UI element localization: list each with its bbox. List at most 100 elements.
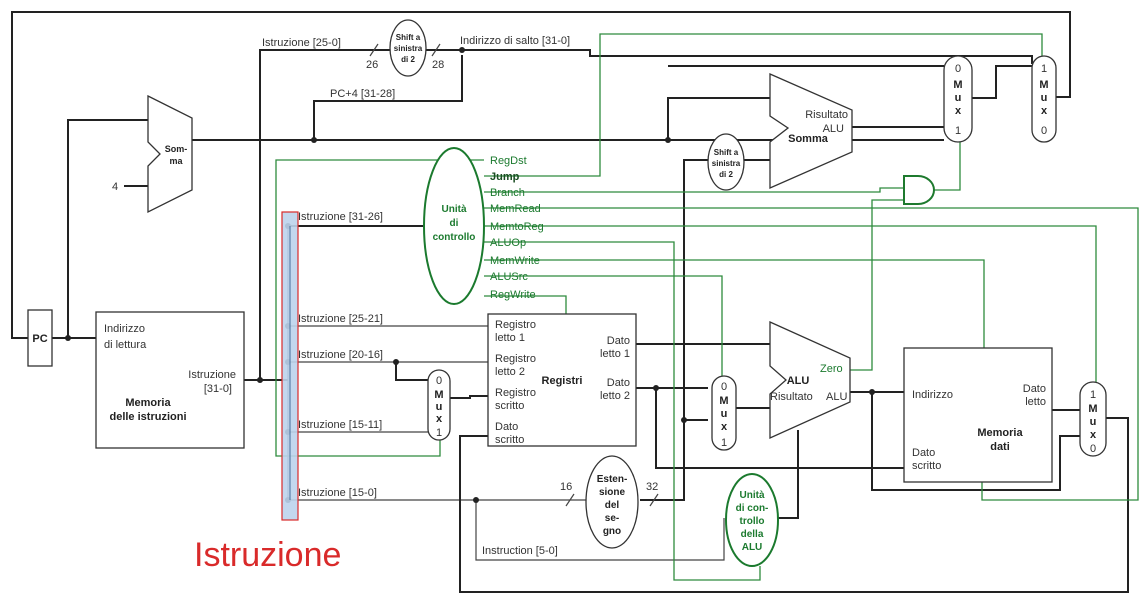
alu-control-label-4: della	[741, 529, 764, 540]
alusrc-mux-x: x	[721, 421, 728, 433]
alusrc-mux-u: u	[721, 408, 728, 420]
alusrc-signal	[484, 275, 723, 378]
register-file-title: Registri	[542, 375, 583, 387]
aluop-label: ALUOp	[490, 237, 526, 249]
alu-control-label-3: trollo	[740, 516, 765, 527]
control-signal-labels: RegDst Jump Branch MemRead MemtoReg ALUO…	[490, 155, 544, 301]
alusrc-label: ALUSrc	[490, 271, 528, 283]
register-file: Registro letto 1 Registro letto 2 Regist…	[487, 313, 637, 447]
shift-jump-label: Shift a	[396, 33, 421, 42]
memtoreg-label: MemtoReg	[490, 221, 544, 233]
memread-signal	[484, 207, 1139, 501]
read-data-2-label-2: letto 2	[600, 390, 630, 402]
jump-mux-in1: 1	[1041, 63, 1047, 75]
branch-mux-in0: 0	[955, 63, 961, 75]
instr-25-0-label: Istruzione [25-0]	[262, 37, 341, 49]
jump-loop-wire	[11, 11, 1071, 339]
read-reg-1-label-2: letto 1	[495, 332, 525, 344]
control-unit: Unità di controllo	[423, 147, 485, 305]
data-mem-read-data-label: Dato	[1023, 383, 1046, 395]
control-unit-label-3: controllo	[433, 232, 476, 243]
memtoreg-signal	[484, 225, 1097, 384]
memwrite-label: MemWrite	[490, 255, 540, 267]
and-out-signal	[934, 142, 961, 191]
instr-5-0-label: Instruction [5-0]	[482, 545, 558, 557]
jump-signal	[484, 33, 1043, 177]
read-data-1-label: Dato	[607, 335, 630, 347]
jump-label: Jump	[490, 171, 520, 183]
const-four-label: 4	[112, 181, 118, 193]
write-reg-label-2: scritto	[495, 400, 524, 412]
regwrite-label: RegWrite	[490, 289, 536, 301]
alu-zero-label: Zero	[820, 363, 843, 375]
sign-ext-label: Esten-	[597, 474, 628, 485]
regdst-mux: 0 M u x 1	[427, 369, 451, 441]
branch-adder-title: Somma	[788, 133, 829, 145]
memtoreg-mux-m: M	[1088, 403, 1097, 415]
sign-ext-out-wire	[640, 159, 708, 501]
alusrc-mux-in1: 1	[721, 437, 727, 449]
shift-jump-label-2: sinistra	[394, 44, 423, 53]
alu-control-label: Unità	[740, 490, 765, 501]
jump-mux-in0: 0	[1041, 125, 1047, 137]
regwrite-signal	[484, 295, 567, 314]
jump-addr-label: Indirizzo di salto [31-0]	[460, 35, 570, 47]
read-reg-2-label-2: letto 2	[495, 366, 525, 378]
branch-mux-m: M	[953, 79, 962, 91]
instr-mem-title-2: delle istruzioni	[109, 411, 186, 423]
read-reg-1-label: Registro	[495, 319, 536, 331]
width-16-slash	[565, 493, 575, 507]
instr-15-0-label: Istruzione [15-0]	[298, 487, 377, 499]
read-data-2-to-mem-wire	[655, 388, 904, 469]
regdst-signal	[275, 159, 484, 457]
shift-branch-label: Shift a	[714, 148, 739, 157]
regdst-mux-out-wire	[450, 395, 488, 399]
branch-signal	[484, 187, 904, 193]
alu-control-out-wire	[778, 430, 799, 519]
jump-mux: 1 M u x 0	[1031, 55, 1057, 143]
alu-control-label-2: di con-	[736, 503, 769, 514]
memtoreg-mux: 1 M u x 0	[1079, 381, 1107, 457]
regdst-mux-in1: 1	[436, 427, 442, 439]
width-32-label: 32	[646, 481, 658, 493]
instr-25-21-label: Istruzione [25-21]	[298, 313, 383, 325]
control-unit-label-2: di	[450, 218, 459, 229]
pc-adder: Som- ma	[147, 94, 193, 214]
shift-left-jump: Shift a sinistra di 2	[389, 19, 427, 77]
alu-control-label-5: ALU	[742, 542, 763, 553]
read-data-1-label-2: letto 1	[600, 348, 630, 360]
branch-label: Branch	[490, 187, 525, 199]
branch-mux-in1: 1	[955, 125, 961, 137]
shift-left-branch: Shift a sinistra di 2	[707, 133, 745, 191]
pc-adder-label: Som-	[165, 144, 188, 154]
alu-title: ALU	[787, 375, 810, 387]
instr-mem-title: Memoria	[125, 397, 171, 409]
data-mem-write-data-label: Dato	[912, 447, 935, 459]
control-unit-label: Unità	[442, 204, 467, 215]
alusrc-mux-m: M	[719, 395, 728, 407]
shift-branch-label-3: di 2	[719, 170, 733, 179]
instr-mem-read-addr-label-2: di lettura	[104, 339, 147, 351]
memwrite-signal	[484, 259, 985, 348]
branch-mux-out-wire	[972, 65, 1032, 99]
istruzione-caption: Istruzione	[194, 536, 341, 574]
read-data-2-label: Dato	[607, 377, 630, 389]
regdst-mux-in0: 0	[436, 375, 442, 387]
jump-mux-u: u	[1041, 92, 1048, 104]
sign-extend: Esten- sione del se- gno	[585, 455, 639, 549]
pc4-upper-wire	[313, 55, 463, 140]
alu: ALU Risultato ALU Zero	[769, 320, 851, 440]
regdst-label: RegDst	[490, 155, 527, 167]
write-reg-label: Registro	[495, 387, 536, 399]
data-mem-write-data-label-2: scritto	[912, 460, 941, 472]
sign-ext-label-4: se-	[605, 513, 619, 524]
instr-20-16-label: Istruzione [20-16]	[298, 349, 383, 361]
width-28-label: 28	[432, 59, 444, 71]
pc-label: PC	[32, 333, 47, 345]
width-26-label: 26	[366, 59, 378, 71]
sign-ext-label-3: del	[605, 500, 620, 511]
branch-adder-out-label-2: ALU	[823, 123, 844, 135]
zero-signal	[844, 199, 904, 371]
alu-result-label-2: ALU	[826, 391, 847, 403]
aluop-signal	[484, 241, 761, 581]
